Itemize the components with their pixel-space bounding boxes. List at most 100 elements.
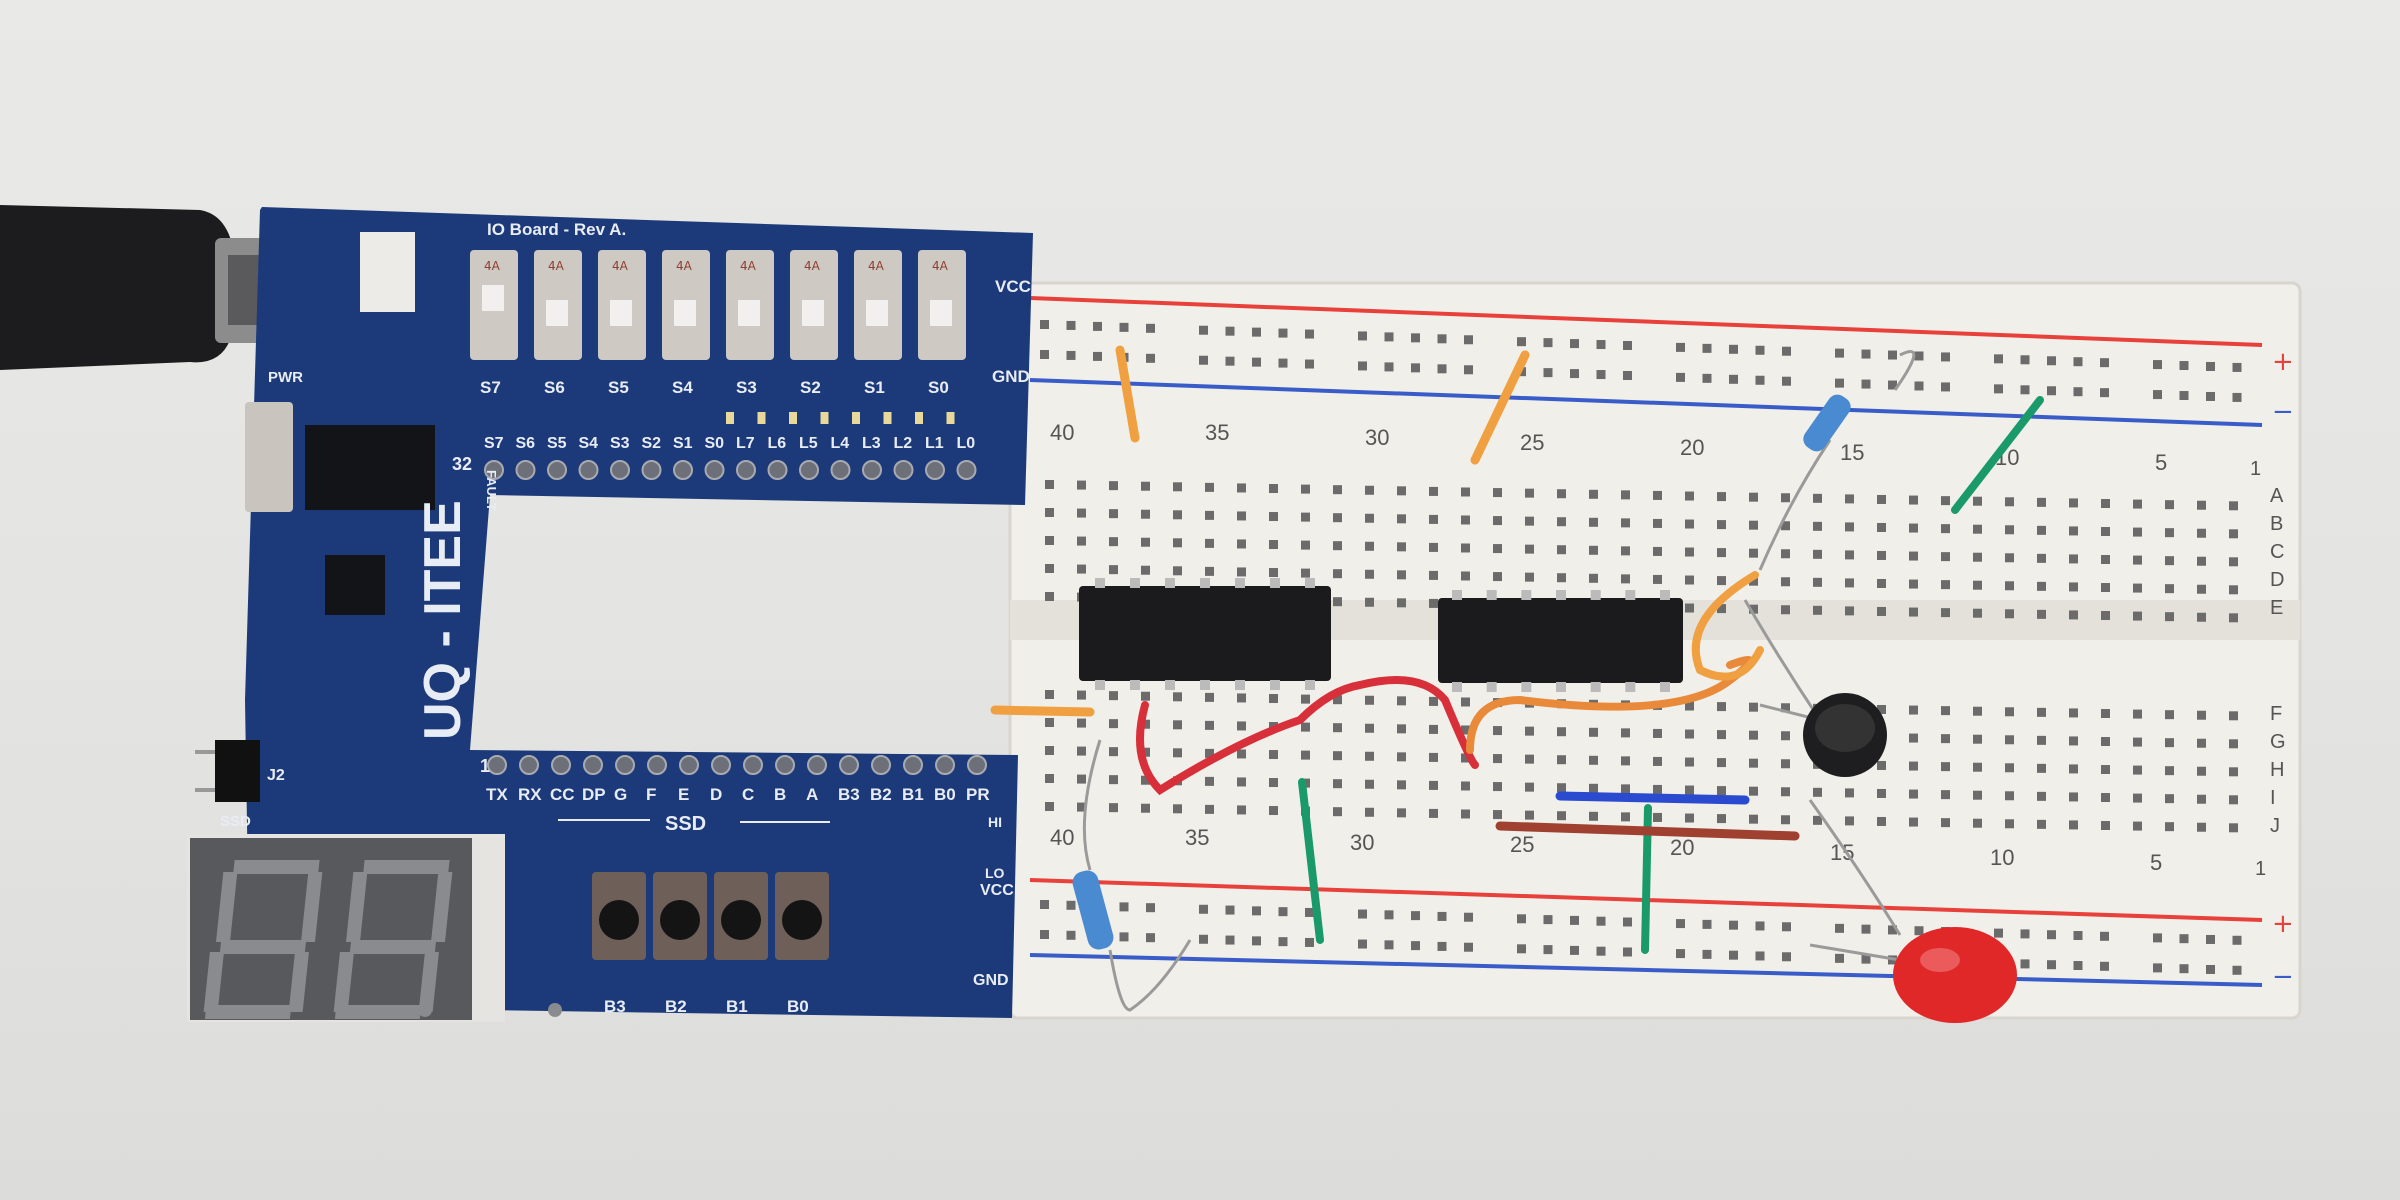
led-indicator (757, 412, 766, 424)
header-pin-label: RX (518, 785, 542, 804)
switch-knob[interactable] (930, 300, 952, 326)
header-pin-label: CC (550, 785, 575, 804)
hole (1269, 568, 1278, 578)
row-label: F (2270, 703, 2282, 725)
hole (1877, 704, 1886, 714)
hole (1333, 723, 1342, 733)
hole (2133, 499, 2142, 509)
hole (1199, 325, 1208, 335)
resistor-bottom (1072, 739, 1192, 1012)
hole (2179, 964, 2189, 974)
j2-label: J2 (267, 767, 285, 784)
rail-minus-label: − (2272, 397, 2294, 427)
hole (1621, 812, 1630, 822)
segment (333, 952, 354, 1012)
hole (1252, 327, 1261, 337)
hole (1781, 521, 1790, 531)
hole (1517, 944, 1526, 954)
hole (1623, 340, 1632, 350)
ic-pin (1130, 578, 1140, 588)
hole (1685, 785, 1694, 795)
header-pin-label: S6 (516, 435, 536, 452)
hole (2005, 707, 2014, 717)
hole (1384, 362, 1394, 372)
hole (1237, 777, 1246, 787)
hole (1941, 734, 1950, 744)
hole (1411, 911, 1420, 921)
hole (1269, 540, 1278, 550)
hole (1749, 730, 1758, 740)
header-pin-label: G (614, 785, 627, 804)
hole (1557, 783, 1566, 793)
hole (1141, 481, 1150, 491)
hole (1702, 373, 1712, 383)
hole (2153, 390, 2162, 400)
switch-knob[interactable] (546, 300, 568, 326)
hole (2165, 556, 2174, 566)
hole (1621, 784, 1630, 794)
hole (2020, 355, 2030, 365)
ic-pin (1130, 680, 1140, 690)
hole (2047, 356, 2056, 366)
hole (1525, 782, 1534, 792)
hole (1464, 335, 1473, 345)
hole (1109, 747, 1118, 757)
hole (2101, 709, 2110, 719)
ic-pin (1235, 578, 1245, 588)
hole (1493, 544, 1502, 554)
button-cap[interactable] (782, 900, 822, 940)
hole (1589, 811, 1598, 821)
hole (2037, 707, 2046, 717)
button-cap[interactable] (599, 900, 639, 940)
switch-knob[interactable] (482, 285, 504, 311)
hole (1269, 512, 1278, 522)
hole (1525, 544, 1534, 554)
hole (1845, 550, 1854, 560)
switch-knob[interactable] (802, 300, 824, 326)
switch-label: S2 (800, 378, 821, 397)
hole (1941, 706, 1950, 716)
switch-marking: 4A (548, 259, 565, 273)
hole (1109, 691, 1118, 701)
button-cap[interactable] (660, 900, 700, 940)
hole (1973, 790, 1982, 800)
hole (1301, 540, 1310, 550)
hole (2165, 710, 2174, 720)
hole (1845, 816, 1854, 826)
hole (1429, 542, 1438, 552)
header-pin (484, 460, 504, 480)
hole (1749, 576, 1758, 586)
switch-knob[interactable] (866, 300, 888, 326)
brown-wire (1495, 821, 1800, 841)
header-pin-label: DP (582, 785, 606, 804)
hole (1205, 776, 1214, 786)
hole (1570, 369, 1579, 379)
hole (1333, 485, 1342, 495)
hole (1397, 570, 1406, 580)
hole (1237, 721, 1246, 731)
hole (1877, 816, 1886, 826)
hole (1237, 483, 1246, 493)
hole (1358, 361, 1367, 371)
led-indicator (883, 412, 892, 424)
switch-knob[interactable] (610, 300, 632, 326)
hole (1397, 514, 1406, 524)
hole (2165, 822, 2174, 832)
hole (1237, 567, 1246, 577)
hole (1358, 331, 1367, 341)
ic-pin (1486, 590, 1497, 600)
hole (1269, 694, 1278, 704)
switch-knob[interactable] (738, 300, 760, 326)
button-cap[interactable] (721, 900, 761, 940)
hole (1109, 803, 1118, 813)
switch-knob[interactable] (674, 300, 696, 326)
hole (2037, 581, 2046, 591)
hole (1077, 480, 1086, 490)
col-label: 40 (1050, 825, 1074, 850)
hole (1333, 597, 1342, 607)
switch-label: S3 (736, 378, 757, 397)
hole (1589, 489, 1598, 499)
switch-label: S6 (544, 378, 565, 397)
